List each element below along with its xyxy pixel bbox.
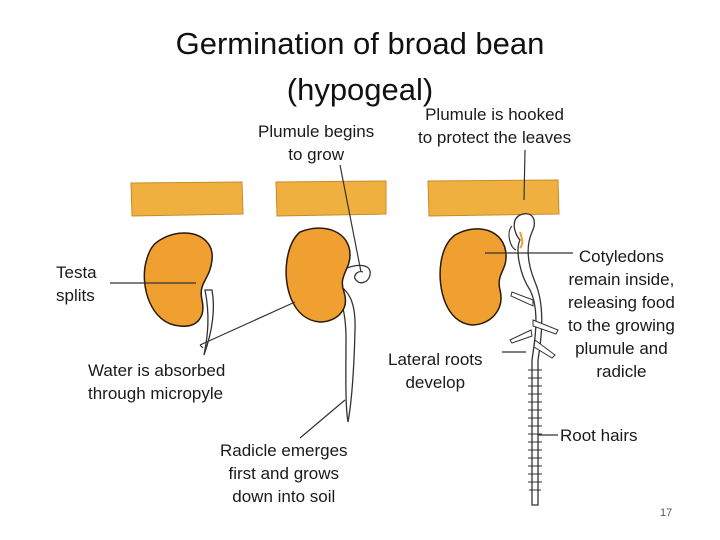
soil-strip-3 — [427, 179, 560, 217]
label-line: Radicle emerges — [220, 441, 348, 460]
leader-water-2 — [199, 344, 204, 349]
label-line: Cotyledons — [578, 247, 664, 266]
label-line: down into soil — [232, 487, 336, 506]
label-root-hairs: Root hairs — [560, 424, 637, 447]
soil-strips — [130, 179, 560, 217]
label-lateral-roots: Lateral roots develop — [388, 348, 483, 394]
soil-strip-1 — [130, 181, 244, 217]
label-line: Plumule begins — [258, 122, 375, 141]
label-plumule-begins: Plumule begins to grow — [258, 120, 374, 166]
label-water-absorbed: Water is absorbed through micropyle — [88, 359, 225, 405]
leader-lines — [110, 149, 573, 439]
leader-water-1 — [199, 301, 296, 346]
label-line: Lateral roots — [388, 350, 483, 369]
label-radicle-emerges: Radicle emerges first and grows down int… — [220, 439, 348, 508]
seed-stage-1 — [143, 232, 215, 356]
label-line: remain inside, — [568, 270, 675, 289]
label-line: releasing food — [568, 293, 675, 312]
label-line: Plumule is hooked — [425, 105, 564, 124]
label-cotyledons: Cotyledons remain inside, releasing food… — [568, 245, 675, 383]
leader-plumule-begins — [339, 164, 362, 273]
label-testa-splits: Testa splits — [56, 261, 97, 307]
label-line: develop — [405, 373, 466, 392]
label-line: to protect the leaves — [418, 128, 572, 147]
label-line: radicle — [596, 362, 647, 381]
soil-strip-2 — [275, 180, 387, 217]
leader-plumule-hooked — [523, 149, 526, 201]
label-line: Testa — [56, 263, 97, 282]
seed-stage-2 — [285, 227, 371, 423]
slide-title-line-2: (hypogeal) — [286, 72, 434, 107]
leader-radicle — [299, 399, 346, 439]
label-line: Root hairs — [560, 426, 638, 445]
page-number: 17 — [660, 507, 673, 519]
label-line: splits — [56, 286, 95, 305]
label-line: Water is absorbed — [88, 361, 226, 380]
label-line: plumule and — [575, 339, 668, 358]
label-line: through micropyle — [88, 384, 224, 403]
label-plumule-hooked: Plumule is hooked to protect the leaves — [418, 103, 572, 149]
label-line: to the growing — [568, 316, 675, 335]
slide-title-line-1: Germination of broad bean — [175, 26, 545, 61]
label-line: first and grows — [228, 464, 340, 483]
label-line: to grow — [288, 145, 344, 164]
